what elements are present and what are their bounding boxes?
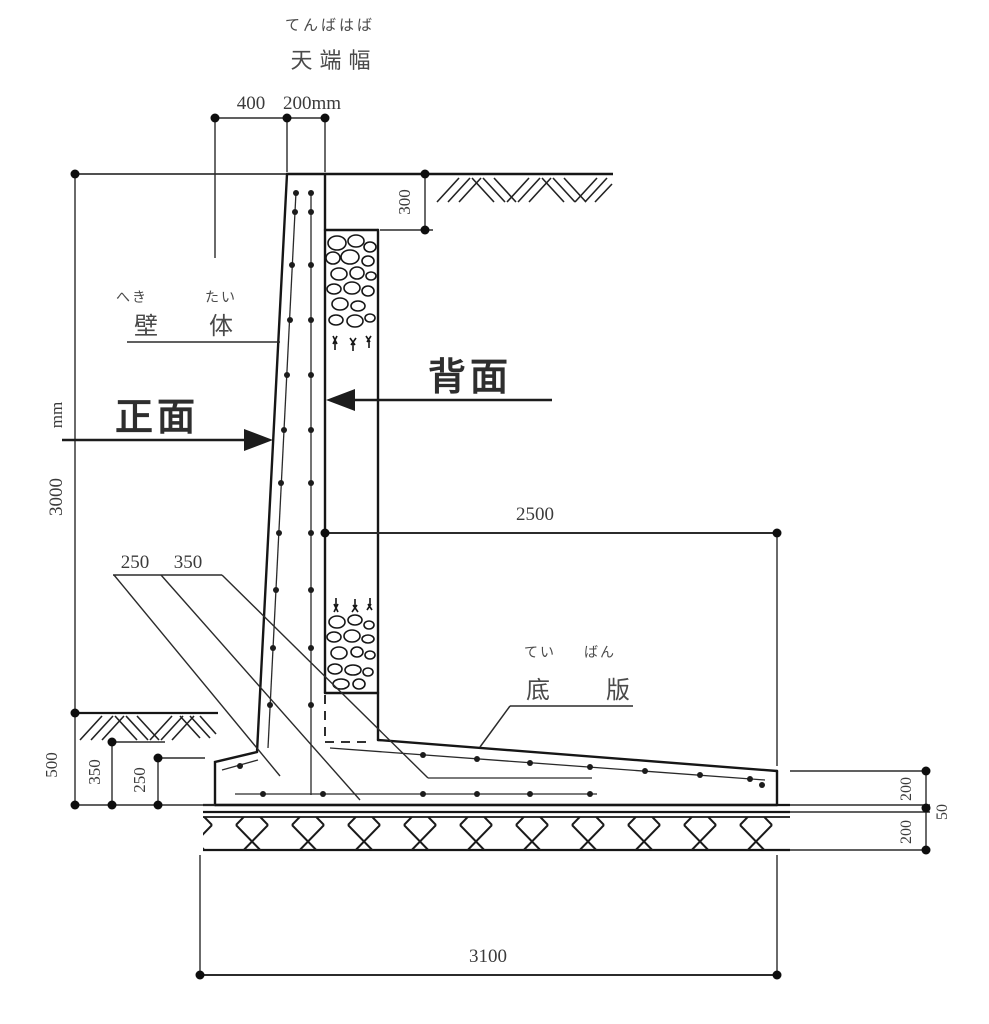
dim-50: 50 [934, 804, 951, 820]
dimension-lines [74, 117, 930, 976]
leader-lines-250-350 [113, 574, 429, 801]
back-ground-hatch [436, 177, 613, 203]
front-face-arrow [62, 429, 273, 451]
top-width-label: 天端幅 [290, 48, 377, 73]
crushed-stone-hatch [203, 817, 790, 850]
dimension-dots [70, 113, 931, 980]
wall-furigana-2: たい [205, 290, 237, 306]
dim-2500: 2500 [516, 504, 554, 525]
wall-furigana-1: へき [116, 290, 148, 306]
base-slab-label-2: 版 [606, 677, 630, 704]
dim-leader-250: 250 [121, 552, 150, 573]
wall-label-2: 体 [209, 313, 233, 340]
ground-lines [75, 172, 613, 715]
dim-300: 300 [395, 189, 414, 215]
top-width-furigana: てんばはば [285, 17, 375, 34]
base-slab-furigana-1: てい [524, 646, 556, 661]
dim-500: 500 [42, 752, 61, 778]
base-slab-label-1: 底 [526, 677, 550, 704]
dim-400: 400 [237, 93, 266, 114]
wall-label-1: 壁 [134, 313, 158, 340]
rebar-lines [221, 191, 766, 795]
base-slab-furigana-2: ばん [584, 645, 616, 661]
dim-3000: 3000 [46, 478, 67, 516]
dim-3100: 3100 [469, 946, 507, 967]
dim-slab-200: 200 [898, 777, 915, 801]
gravel-backfill-stones [325, 234, 377, 690]
front-ground-hatch [79, 715, 217, 741]
rebar-dots [237, 190, 765, 797]
dim-250: 250 [130, 767, 149, 793]
dim-3000-unit: mm [47, 402, 66, 428]
dim-200mm: 200mm [283, 93, 341, 114]
wall-outline [213, 172, 779, 807]
label-leaders [127, 341, 633, 748]
back-face-label: 背面 [428, 357, 512, 399]
hidden-edges-dashed [324, 695, 368, 743]
back-face-arrow [326, 389, 552, 411]
front-face-label: 正面 [115, 397, 199, 439]
dim-leader-350: 350 [174, 552, 203, 573]
dim-350: 350 [85, 759, 104, 785]
dim-stone-200: 200 [898, 820, 915, 844]
